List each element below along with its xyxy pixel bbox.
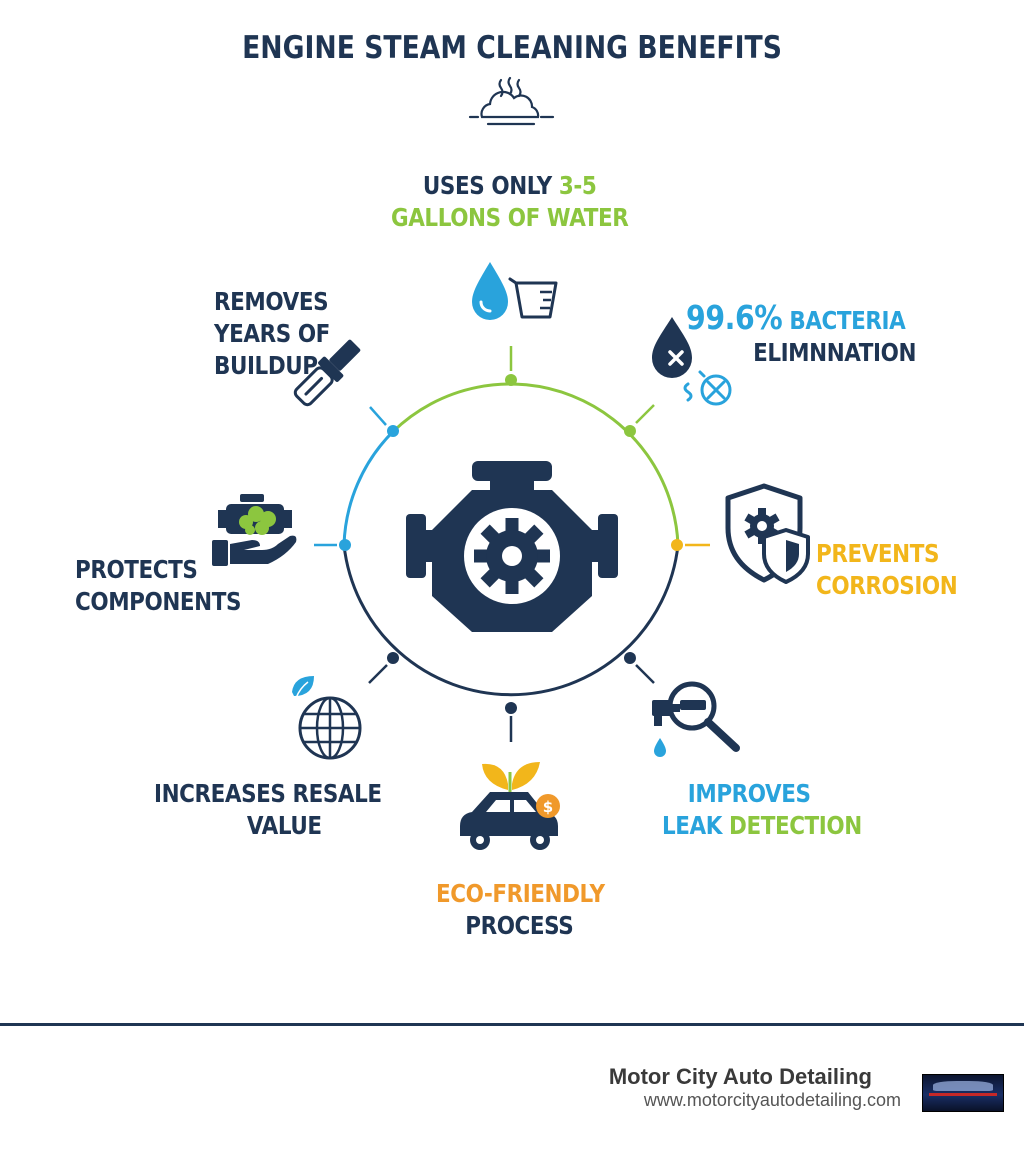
drop-with-x-and-germ-icon xyxy=(652,317,732,406)
brand-name: Motor City Auto Detailing xyxy=(608,1064,872,1089)
dot-bacteria xyxy=(624,425,636,437)
dot-protects xyxy=(339,539,351,551)
benefit-buildup-label: REMOVES YEARS OF BUILDUP xyxy=(214,287,330,380)
footer-divider xyxy=(0,1023,1024,1026)
dot-eco xyxy=(505,702,517,714)
benefit-protects-label: PROTECTS COMPONENTS xyxy=(75,555,242,616)
car-with-leaf-and-coin-icon: $ xyxy=(460,762,560,850)
dot-buildup xyxy=(387,425,399,437)
benefit-corrosion-label: PREVENTS CORROSION xyxy=(816,539,958,600)
dot-leak xyxy=(624,652,636,664)
page-title: ENGINE STEAM CLEANING BENEFITS xyxy=(242,30,782,66)
scraper-tool-icon xyxy=(293,339,361,407)
benefit-bacteria-label: 99.6% BACTERIA ELIMNNATION xyxy=(686,298,917,367)
benefit-water-label: USES ONLY 3-5 GALLONS OF WATER xyxy=(391,171,629,232)
ring-arc-navy xyxy=(342,544,680,697)
hand-holding-engine-icon xyxy=(212,494,297,566)
dot-resale xyxy=(387,652,399,664)
brand-url[interactable]: www.motorcityautodetailing.com xyxy=(643,1090,901,1110)
benefit-leak-label: IMPROVES LEAK DETECTION xyxy=(662,779,862,840)
svg-text:$: $ xyxy=(543,798,553,816)
dot-water xyxy=(505,374,517,386)
magnifier-leak-icon xyxy=(652,681,740,757)
benefit-ring xyxy=(342,382,680,697)
benefit-resale-label: INCREASES RESALE VALUE xyxy=(154,779,382,840)
dot-corrosion xyxy=(671,539,683,551)
ring-arc-blue xyxy=(342,430,394,546)
globe-leaf-icon xyxy=(292,676,362,760)
ring-connectors xyxy=(314,346,710,742)
engine-icon xyxy=(406,461,618,632)
water-drop-and-measuring-cup-icon xyxy=(472,262,558,320)
gear-shield-icon xyxy=(725,483,810,584)
ring-arc-green xyxy=(391,382,680,546)
steam-cloud-icon xyxy=(468,76,555,126)
benefit-eco-label: ECO-FRIENDLY PROCESS xyxy=(436,879,605,940)
brand-logo xyxy=(922,1074,1004,1112)
